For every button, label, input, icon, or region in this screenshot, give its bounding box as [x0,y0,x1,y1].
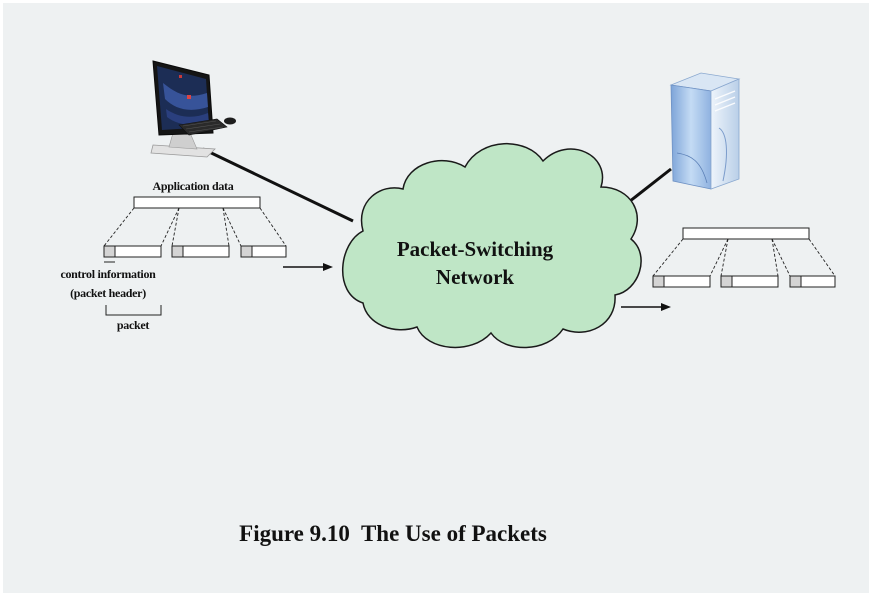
reassembled-data-bar [682,227,810,240]
left-packet-1 [103,245,162,258]
server-network-link [624,167,672,207]
figure-canvas: Application data control information (pa… [3,3,869,593]
right-packet-1 [652,275,711,288]
client-network-link [202,147,354,223]
packet-header-label: (packet header) [70,286,146,300]
packet-label: packet [116,318,150,332]
diagram-graphics [103,60,836,349]
network-label-line2: Network [435,265,515,289]
right-packet-3 [789,275,836,288]
right-arrowhead [661,303,671,311]
network-cloud [341,142,642,349]
right-packet-2 [720,275,779,288]
packet-bracket [105,305,162,316]
desktop-computer-icon [150,60,236,158]
application-data-bar [133,196,261,209]
control-information-label: control information [60,267,156,281]
application-data-label: Application data [152,179,234,193]
left-arrowhead [323,263,333,271]
left-packetization [103,196,333,316]
left-packet-3 [240,245,287,258]
left-packet-2 [171,245,230,258]
figure-caption: Figure 9.10 The Use of Packets [239,521,547,546]
server-tower-icon [669,72,741,190]
network-label-line1: Packet-Switching [396,237,554,261]
right-reassembly [621,227,836,311]
